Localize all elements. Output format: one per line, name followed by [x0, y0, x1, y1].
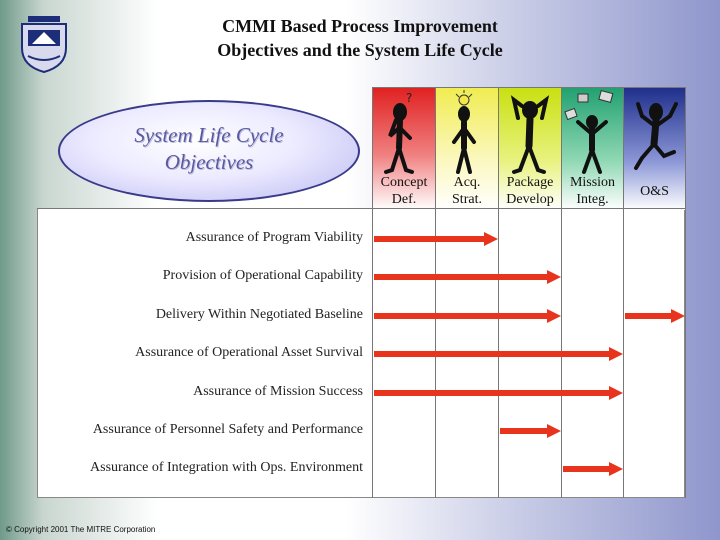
objective-arrow: [563, 462, 623, 476]
grid-line: [498, 87, 499, 498]
phase-label-mission: Mission Integ.: [562, 174, 623, 208]
phase-label-acq: Acq. Strat.: [436, 174, 498, 208]
objective-arrow: [374, 232, 498, 246]
objective-label: Assurance of Operational Asset Survival: [135, 345, 363, 360]
grid-line: [372, 87, 373, 498]
grid-line: [372, 87, 685, 88]
grid-line: [37, 208, 685, 209]
phase-label-line: Strat.: [452, 192, 482, 207]
grid-line: [435, 87, 436, 498]
title-line-2: Objectives and the System Life Cycle: [217, 40, 503, 60]
thinking-figure-icon: ?: [384, 91, 414, 174]
phase-label-package: Package Develop: [499, 174, 561, 208]
objectives-oval: [58, 100, 360, 202]
idea-figure-icon: [452, 90, 476, 174]
slide-title: CMMI Based Process Improvement Objective…: [150, 14, 570, 62]
objective-arrow: [374, 309, 561, 323]
objective-label: Assurance of Personnel Safety and Perfor…: [92, 422, 363, 437]
objective-arrow: [500, 424, 561, 438]
grid-line: [623, 87, 624, 498]
grid-line: [685, 87, 686, 498]
objective-label: Assurance of Mission Success: [193, 384, 363, 399]
oval-heading: System Life Cycle Objectives: [58, 122, 360, 176]
objective-arrow: [374, 270, 561, 284]
phase-label-line: Def.: [391, 192, 417, 207]
title-line-1: CMMI Based Process Improvement: [222, 16, 498, 36]
juggling-figure-icon: [564, 89, 614, 174]
oval-heading-line: Objectives: [164, 150, 254, 174]
objective-label: Delivery Within Negotiated Baseline: [155, 307, 363, 322]
phase-label-concept: Concept Def.: [373, 174, 435, 208]
objective-arrow: [625, 309, 685, 323]
grid-line: [561, 87, 562, 498]
objective-label: Assurance of Program Viability: [185, 230, 363, 245]
oval-heading-line: System Life Cycle: [134, 123, 284, 147]
puzzled-figure-icon: [510, 95, 550, 174]
objective-arrow: [374, 347, 623, 361]
svg-text:?: ?: [406, 91, 412, 105]
phase-label-line: Concept: [380, 175, 428, 190]
phase-label-os: O&S: [624, 183, 685, 200]
phase-label-line: Acq.: [453, 175, 481, 190]
phase-label-line: O&S: [640, 184, 669, 199]
objective-label: Assurance of Integration with Ops. Envir…: [90, 460, 363, 475]
objective-arrow: [374, 386, 623, 400]
dancing-figure-icon: [634, 102, 678, 170]
phase-label-line: Package: [506, 175, 554, 190]
air-force-shield-icon: [21, 16, 67, 74]
phase-label-line: Integ.: [576, 192, 609, 207]
objective-label: Provision of Operational Capability: [162, 268, 363, 283]
copyright-notice: © Copyright 2001 The MITRE Corporation: [6, 525, 156, 534]
phase-label-line: Develop: [506, 192, 554, 207]
phase-label-line: Mission: [569, 175, 616, 190]
